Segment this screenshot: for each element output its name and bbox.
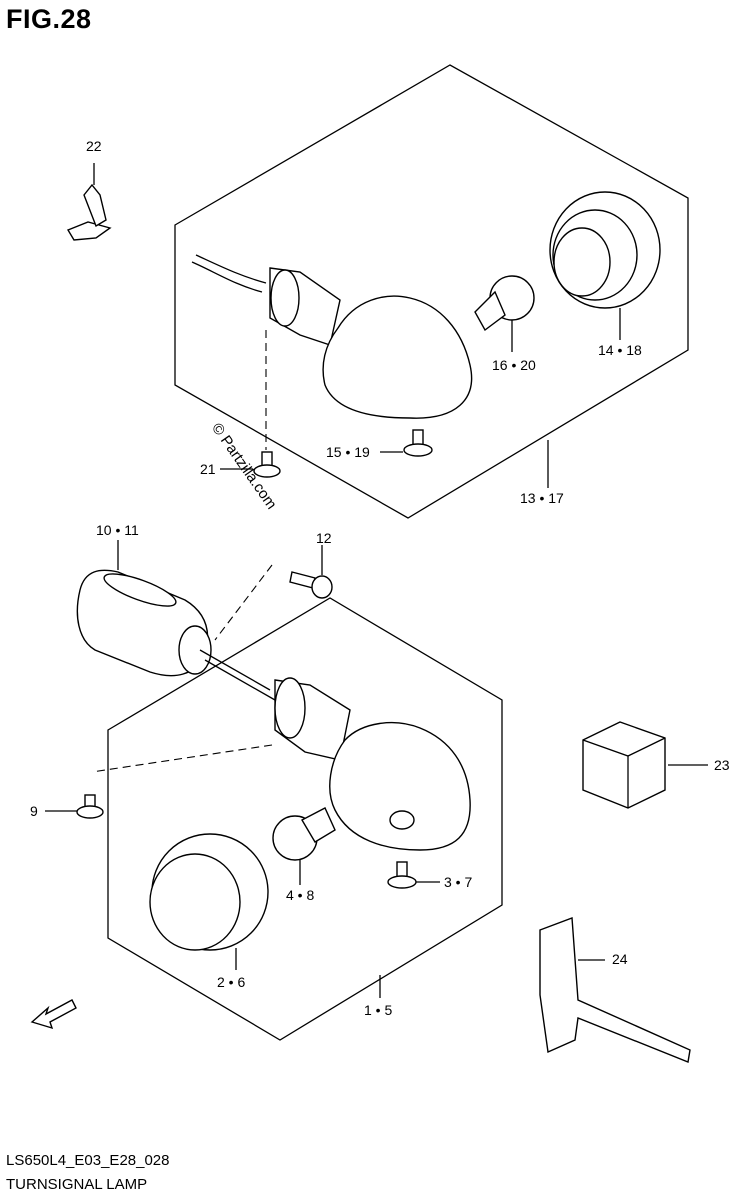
upper-assembly-outline bbox=[174, 64, 689, 519]
callout-1-5: 1 • 5 bbox=[364, 1002, 393, 1018]
lower-assembly-outline bbox=[107, 597, 503, 1041]
part-12-bolt bbox=[214, 545, 333, 641]
lower-lamp-housing bbox=[91, 649, 471, 851]
part-15-19-screw bbox=[380, 429, 433, 457]
figure-name: TURNSIGNAL LAMP bbox=[6, 1176, 148, 1193]
callout-3-7: 3 • 7 bbox=[444, 874, 473, 890]
part-14-18-lens-ring bbox=[549, 191, 661, 340]
figure-code: LS650L4_E03_E28_028 bbox=[6, 1152, 170, 1169]
callout-24: 24 bbox=[612, 951, 628, 967]
callout-16-20: 16 • 20 bbox=[492, 357, 536, 373]
part-23-relay bbox=[582, 721, 708, 809]
callout-23: 23 bbox=[714, 757, 730, 773]
part-3-7-screw bbox=[387, 861, 440, 889]
callout-14-18: 14 • 18 bbox=[598, 342, 642, 358]
part-10-11-cover bbox=[76, 540, 212, 677]
callout-13-17: 13 • 17 bbox=[520, 490, 564, 506]
callout-21: 21 bbox=[200, 461, 216, 477]
part-16-20-bulb bbox=[474, 275, 535, 352]
part-24-bracket bbox=[539, 917, 691, 1063]
fwd-arrow-icon bbox=[30, 999, 77, 1030]
part-4-8-bulb bbox=[272, 807, 336, 885]
callout-22: 22 bbox=[86, 138, 102, 154]
callout-10-11: 10 • 11 bbox=[96, 522, 139, 538]
callout-4-8: 4 • 8 bbox=[286, 887, 315, 903]
callout-12: 12 bbox=[316, 530, 332, 546]
part-22-clip bbox=[66, 163, 112, 241]
figure-title: FIG.28 bbox=[6, 4, 92, 34]
part-21-screw bbox=[220, 330, 281, 478]
part-9-screw bbox=[45, 794, 104, 819]
callout-15-19: 15 • 19 bbox=[326, 444, 370, 460]
upper-lamp-housing bbox=[191, 254, 473, 419]
callout-2-6: 2 • 6 bbox=[217, 974, 246, 990]
part-2-6-lens bbox=[149, 833, 269, 970]
callout-9: 9 bbox=[30, 803, 38, 819]
